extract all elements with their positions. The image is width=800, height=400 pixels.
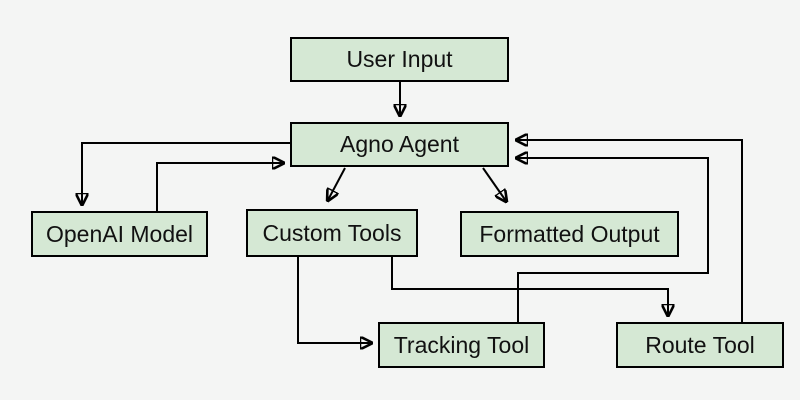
edge-custom-tools-to-tracking-tool xyxy=(297,257,371,343)
node-user-input: User Input xyxy=(290,37,509,82)
node-agno-agent: Agno Agent xyxy=(290,122,509,167)
node-route-tool: Route Tool xyxy=(616,322,784,368)
node-route-tool-label: Route Tool xyxy=(645,331,755,358)
edge-route-tool-to-agno-agent xyxy=(517,140,743,322)
node-user-input-label: User Input xyxy=(346,46,453,72)
node-custom-tools-label: Custom Tools xyxy=(262,219,402,246)
node-tracking-tool: Tracking Tool xyxy=(378,322,545,368)
edge-agno-agent-to-custom-tools xyxy=(328,167,346,200)
node-formatted-output-label: Formatted Output xyxy=(479,220,660,247)
edge-agno-agent-to-openai-model xyxy=(82,142,290,204)
node-tracking-tool-label: Tracking Tool xyxy=(393,331,530,358)
node-custom-tools: Custom Tools xyxy=(246,209,418,257)
edge-custom-tools-to-route-tool xyxy=(391,257,668,315)
node-agno-agent-label: Agno Agent xyxy=(340,131,459,157)
node-openai-model-label: OpenAI Model xyxy=(45,220,194,247)
edge-agno-agent-to-formatted-output xyxy=(482,167,506,201)
node-openai-model: OpenAI Model xyxy=(31,211,208,257)
node-formatted-output: Formatted Output xyxy=(460,211,679,257)
edge-tracking-tool-to-agno-agent xyxy=(517,158,709,322)
edge-openai-model-to-agno-agent xyxy=(156,163,283,211)
